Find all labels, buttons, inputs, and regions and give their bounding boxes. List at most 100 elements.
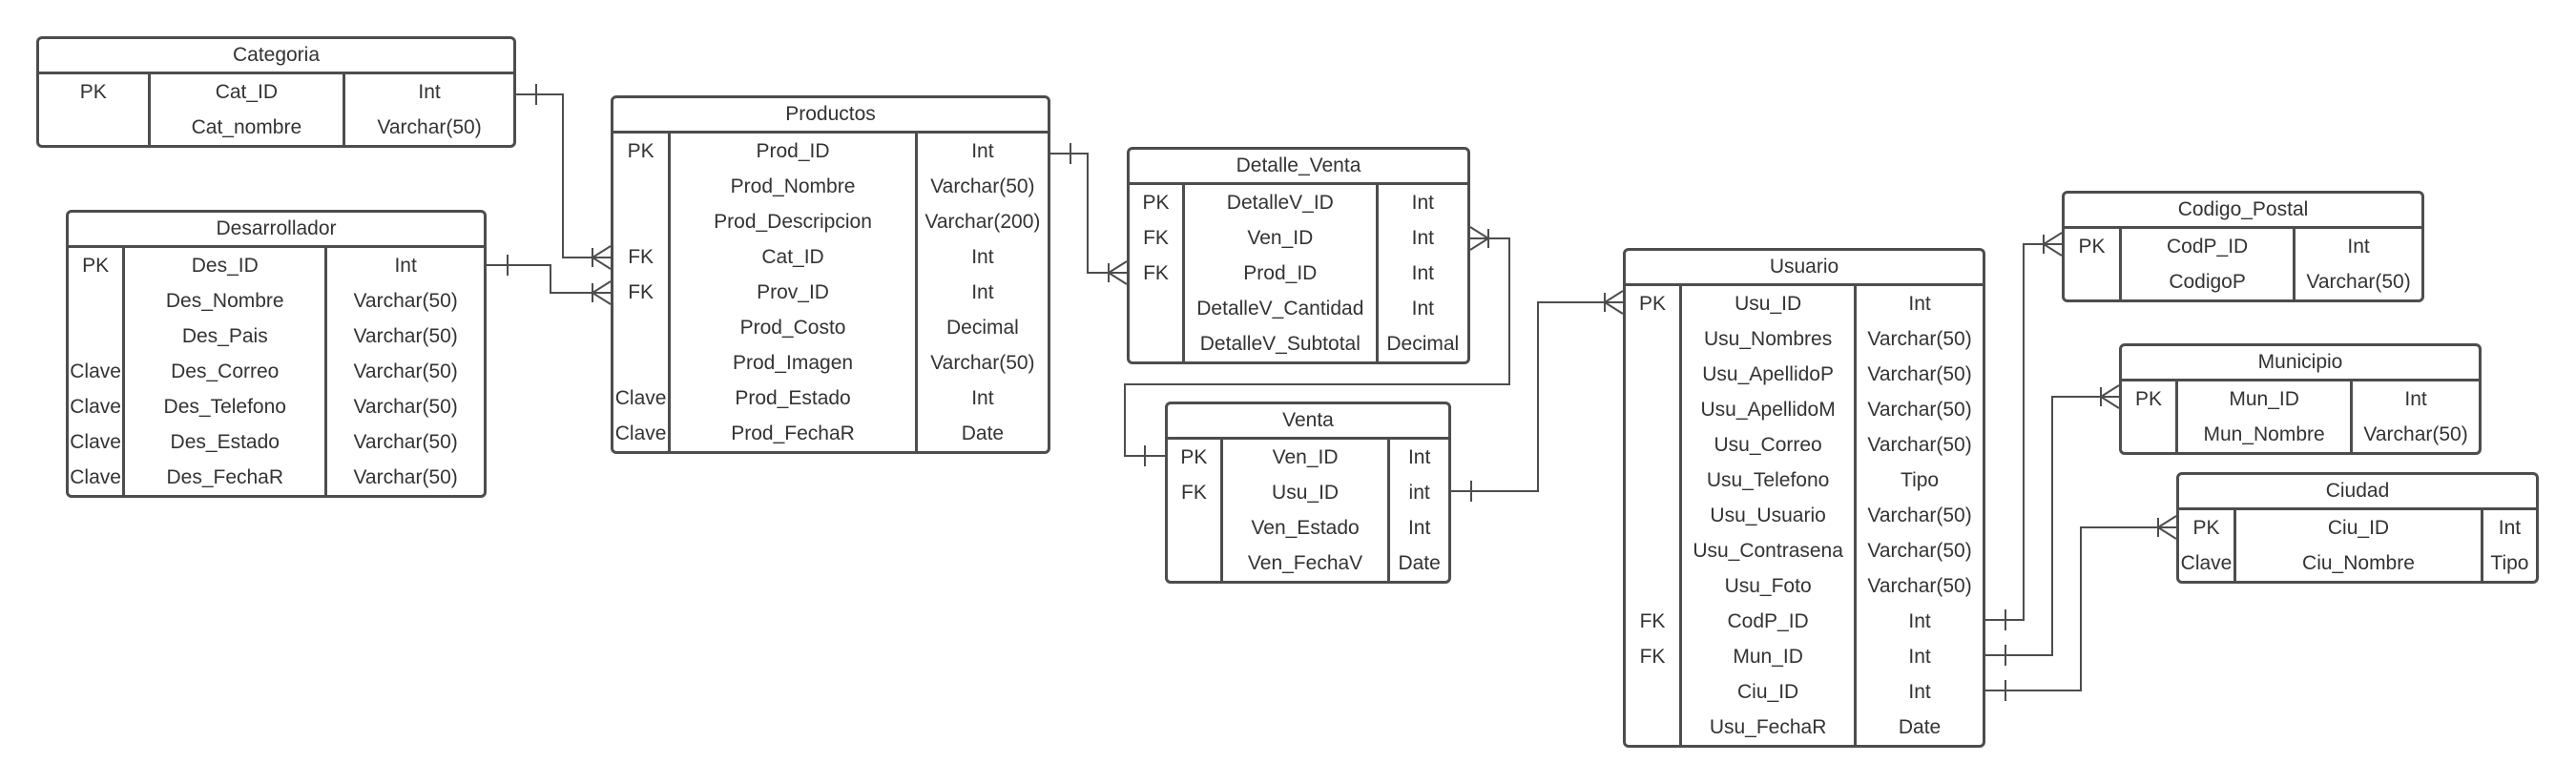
relationship-venta-usuario[interactable]: [1451, 290, 1624, 502]
attribute-name: Prod_ID: [1185, 256, 1379, 291]
attribute-row[interactable]: DetalleV_Cantidad Int: [1130, 291, 1467, 326]
entity-title: Ciudad: [2179, 475, 2536, 510]
relationship-usuario-codigo-postal[interactable]: [1985, 232, 2063, 630]
attribute-type: Int: [1908, 646, 1931, 668]
relationship-desarrollador-productos[interactable]: [487, 255, 612, 305]
attribute-name: Usu_ID: [1223, 475, 1391, 510]
attribute-name: Des_Telefono: [125, 389, 328, 424]
attribute-key: PK: [2179, 510, 2237, 546]
attribute-key: Clave: [69, 389, 126, 424]
attribute-type: Int: [1411, 298, 1434, 319]
attribute-type: Int: [1407, 517, 1431, 539]
relationship-usuario-ciudad[interactable]: [1985, 515, 2177, 701]
attribute-name: Mun_ID: [1682, 639, 1858, 674]
attribute-type: Varchar(50): [353, 431, 458, 453]
attribute-key: [2122, 417, 2179, 452]
attribute-name: Ciu_ID: [1682, 674, 1858, 710]
attribute-name: Des_Estado: [125, 424, 328, 460]
entity-title: Usuario: [1626, 251, 1983, 286]
attribute-type: Varchar(50): [1867, 575, 1972, 597]
attribute-type: Varchar(50): [1867, 328, 1972, 350]
attribute-name: Usu_FechaR: [1682, 710, 1858, 745]
attribute-name: Ven_Estado: [1223, 510, 1391, 546]
attribute-key: FK: [1130, 220, 1186, 256]
attribute-name: Des_Correo: [125, 354, 328, 389]
attribute-name: DetalleV_Cantidad: [1185, 291, 1379, 326]
relationship-productos-detalle-venta[interactable]: [1050, 143, 1128, 285]
relationship-venta-detalle-venta[interactable]: [1124, 226, 1510, 466]
attribute-type: Varchar(50): [2306, 271, 2411, 293]
attribute-key: [1168, 546, 1223, 581]
relationship-categoria-productos[interactable]: [516, 84, 612, 270]
attribute-key: [1626, 392, 1683, 427]
attribute-key: [1168, 510, 1223, 546]
attribute-key: [69, 283, 126, 319]
attribute-row[interactable]: Ven_Estado Int: [1168, 510, 1448, 546]
attribute-name: Cat_nombre: [151, 110, 346, 145]
attribute-key: [613, 310, 672, 345]
attribute-type: Varchar(50): [353, 361, 458, 382]
attribute-name: Prov_ID: [671, 275, 918, 310]
attribute-name: CodP_ID: [2122, 229, 2296, 264]
attribute-name: Des_Nombre: [125, 283, 328, 319]
attribute-key: FK: [1626, 604, 1683, 639]
attribute-key: PK: [1626, 286, 1683, 321]
relationship-usuario-municipio[interactable]: [1985, 384, 2120, 666]
attribute-type: Varchar(50): [353, 325, 458, 347]
